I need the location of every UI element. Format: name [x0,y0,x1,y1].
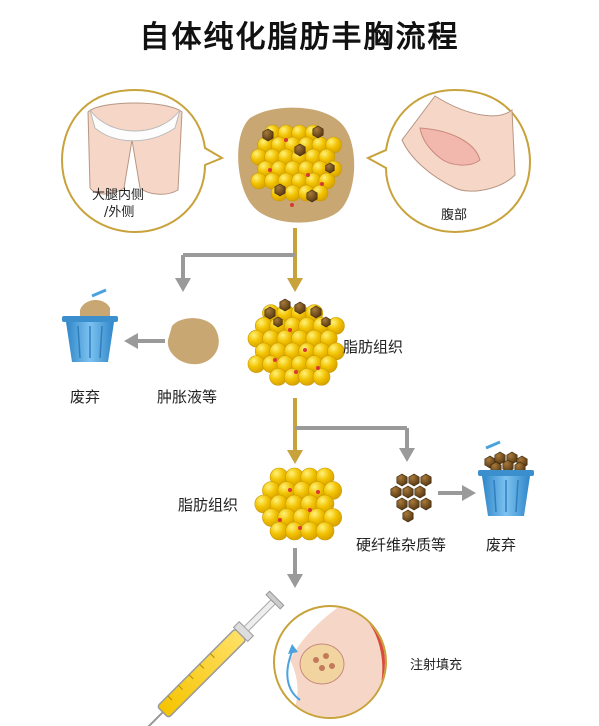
abdomen-bubble [365,88,532,234]
blood-dot [320,182,324,186]
arrow-to-waste-1 [124,333,165,349]
fat-tissue-cluster-1 [247,298,345,386]
impurity-particle [408,497,420,511]
blood-dot [288,328,292,332]
arrow-to-waste-2 [438,485,476,501]
impurity-particle [402,485,414,499]
page-title: 自体纯化脂肪丰胸流程 [139,20,460,55]
impurity-particle [264,306,276,320]
arrow-branch-right [295,426,415,462]
blood-dot [316,490,320,494]
blood-dot [308,508,312,512]
blood-dot [288,488,292,492]
label-waste-2: 废弃 [486,536,517,554]
impurity-particle [414,485,426,499]
label-fat-tissue-1: 脂肪组织 [343,338,404,356]
arrow-down-injection [287,548,303,588]
label-fat-tissue-2: 脂肪组织 [178,496,239,514]
label-injection-fill: 注射填充 [410,658,463,673]
arrow-branch-left [175,253,295,292]
thigh-bubble [60,88,225,234]
thigh-illustration [87,102,183,195]
impurity-particle [420,473,432,487]
harvested-fat-cluster [238,107,355,223]
impurity-particle [294,143,306,157]
impurity-particle [321,316,331,328]
label-fibrous-impurities: 硬纤维杂质等 [356,536,447,554]
blood-dot [268,168,272,172]
blood-dot [303,348,307,352]
blood-dot [316,366,320,370]
fat-tissue-cluster-2 [254,467,342,541]
waste-bin-2 [478,440,534,516]
label-waste-1: 废弃 [70,388,101,406]
impurity-particle [390,485,402,499]
label-abdomen: 腹部 [441,208,468,223]
impurity-particle [402,509,414,523]
blood-dot [298,526,302,530]
breast-cross-section [273,605,387,719]
impurity-particle [325,162,335,174]
impurity-particle [279,298,291,312]
arrow-down-main-2 [287,398,303,464]
impurity-particle [294,301,306,315]
impurity-particle [408,473,420,487]
blood-dot [273,358,277,362]
blood-dot [278,518,282,522]
impurity-particle [312,125,324,139]
blood-dot [284,138,288,142]
impurity-particle [274,183,286,197]
impurity-particle [262,128,274,142]
fat-cell [315,521,335,541]
blood-dot [294,370,298,374]
fibrous-impurities-cluster [390,473,432,523]
swelling-fluid-blob [167,318,219,365]
blood-dot [290,203,294,207]
blood-dot [306,173,310,177]
impurity-particle [396,497,408,511]
label-swelling-fluid: 肿胀液等 [157,388,218,406]
label-thigh-line2: /外侧 [104,205,135,220]
impurity-particle [273,316,283,328]
label-thigh-line1: 大腿内侧 [92,188,145,203]
arrow-down-main-1 [287,228,303,292]
fat-cell [312,368,331,386]
impurity-particle [306,189,318,203]
impurity-particle [310,305,322,319]
impurity-particle [420,497,432,511]
impurity-particle [396,473,408,487]
waste-bin-1 [62,288,118,362]
syringe-illustration [138,590,285,726]
